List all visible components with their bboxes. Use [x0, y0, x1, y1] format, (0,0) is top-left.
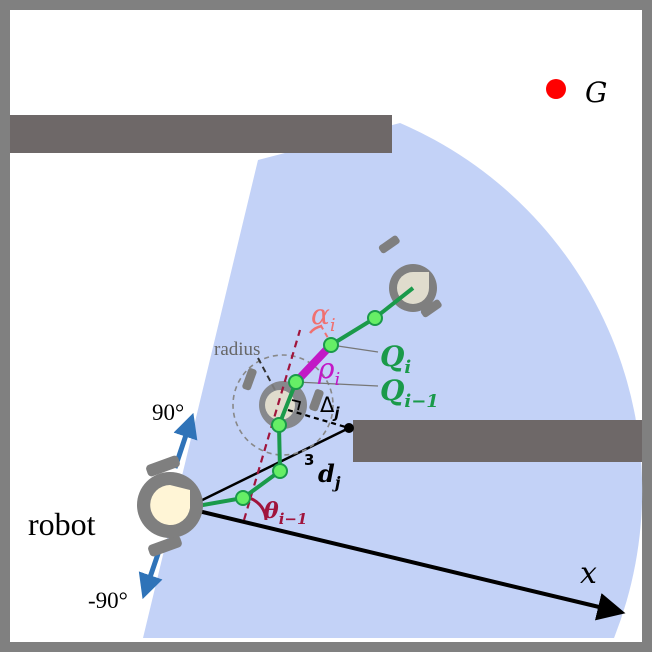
alpha-symbol: α	[311, 298, 330, 331]
theta-symbol: θ	[264, 498, 279, 524]
rho-label: ρi	[317, 352, 340, 390]
robot-to-corner-line	[185, 426, 350, 510]
x-axis-arrow	[185, 506, 626, 621]
angle-label-neg90: -90°	[88, 588, 128, 613]
obstacle-right	[353, 420, 642, 462]
delta-subscript: j	[332, 404, 340, 422]
radius-circle	[232, 354, 334, 456]
heading-arrow-neg90	[138, 547, 163, 600]
robot-middle	[242, 368, 324, 429]
robot-main	[137, 455, 203, 557]
three-label: 3	[304, 451, 314, 469]
delta-line	[287, 408, 350, 430]
q-im1-subscript: i−1	[404, 391, 438, 412]
angle-label-90: 90°	[152, 400, 184, 425]
q-im1-label: Qi−1	[380, 374, 439, 412]
d-subscript: j	[332, 473, 341, 492]
delta-symbol: Δ	[320, 393, 335, 417]
rho-subscript: i	[334, 369, 340, 390]
path-node	[235, 490, 251, 506]
rho-segment	[293, 342, 334, 385]
x-axis-label: x	[580, 556, 597, 591]
d-symbol: d	[318, 459, 335, 488]
delta-label: Δj	[320, 393, 340, 422]
theta-label: θi−1	[264, 498, 307, 528]
q-im1-symbol: Q	[380, 374, 404, 407]
goal-label: G	[585, 76, 607, 109]
q-i-symbol: Q	[380, 340, 404, 373]
robot-label: robot	[28, 506, 96, 542]
path-node	[271, 417, 287, 433]
obstacle-top	[10, 115, 392, 153]
q-im1-leader	[295, 381, 379, 387]
path-node-q-i	[323, 337, 339, 353]
d-label: dj	[318, 459, 341, 492]
rho-symbol: ρ	[317, 352, 335, 385]
q-i-subscript: i	[404, 357, 411, 378]
theta-subscript: i−1	[279, 510, 308, 528]
alpha-label: αi	[311, 298, 336, 336]
goal-marker	[546, 79, 566, 99]
right-angle-mark	[291, 399, 302, 411]
alpha-subscript: i	[330, 315, 336, 336]
q-i-label: Qi	[380, 340, 411, 378]
path-node	[367, 310, 383, 326]
path-node-q-im1	[288, 374, 304, 390]
sensing-sector	[143, 123, 643, 638]
path-nodes	[235, 310, 383, 506]
alpha-arc	[309, 324, 323, 334]
radius-label: radius	[214, 339, 260, 360]
path-node	[272, 463, 288, 479]
